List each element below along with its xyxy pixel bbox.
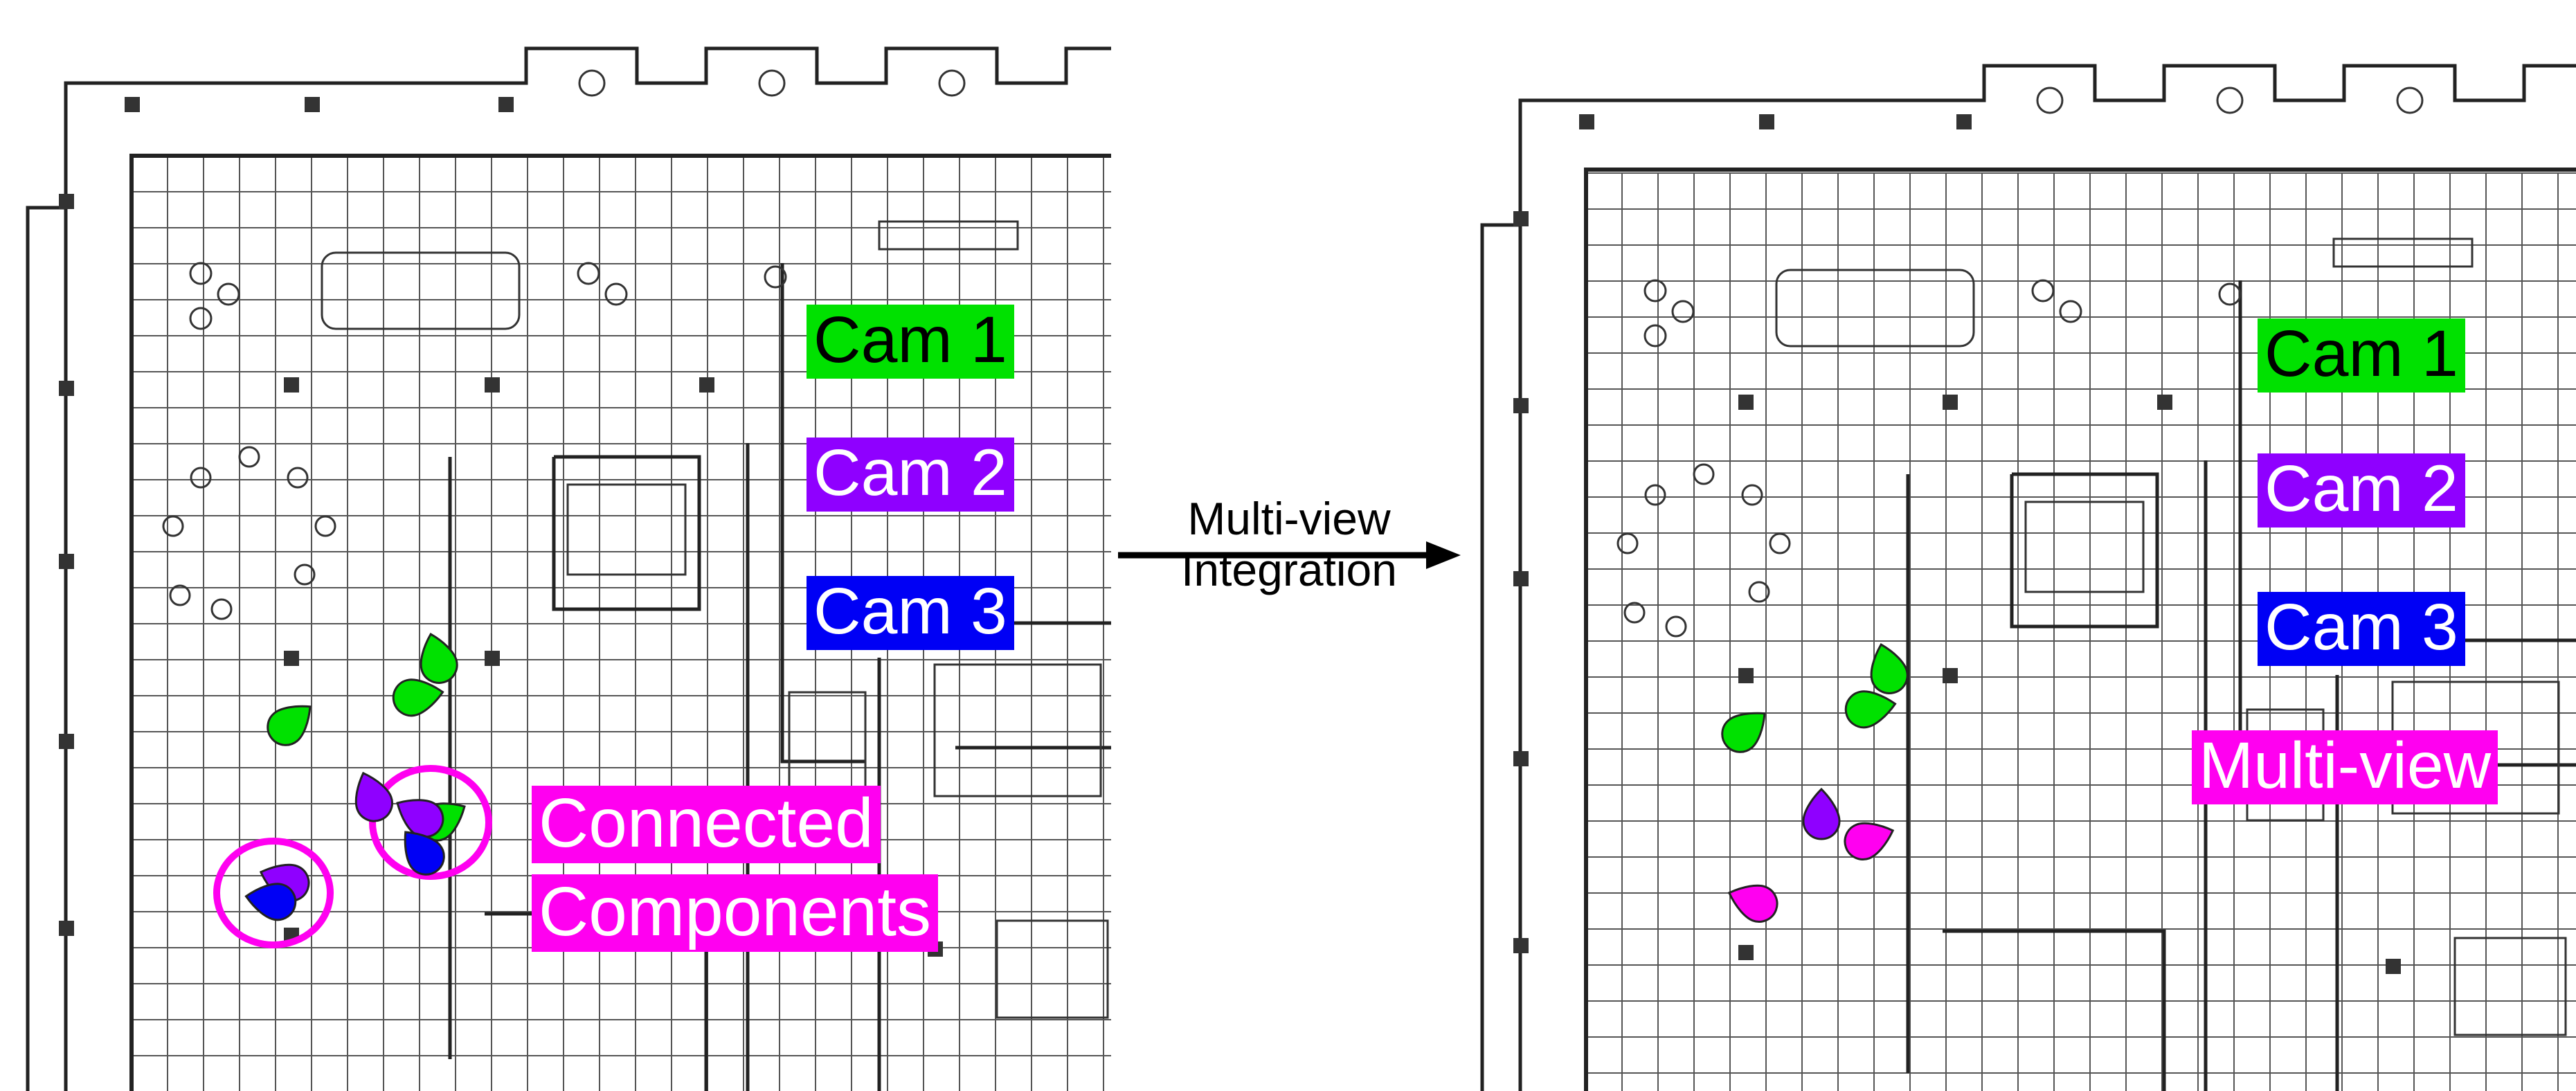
detection-markers [1721, 642, 1909, 923]
cam-3-detection-marker [244, 883, 297, 921]
cam-1-detection-marker [1721, 712, 1766, 753]
detection-markers [244, 632, 466, 921]
legend-multi-view: Multi-view [2192, 730, 2498, 804]
connected-component-rings [213, 765, 492, 948]
legend-cam-1: Cam 1 [2258, 318, 2465, 393]
connected-component-ring-1 [213, 838, 334, 948]
annotation-components: Components [532, 874, 938, 952]
right-floorplan [1480, 64, 2576, 1091]
arrow-label-line-1: Multi-view [1187, 493, 1391, 544]
annotation-connected: Connected [532, 786, 881, 863]
multi-view-detection-marker [1844, 822, 1895, 860]
legend-cam-3: Cam 3 [2258, 592, 2465, 666]
floorplan-columns [1513, 114, 2401, 974]
cam-2-detection-marker [354, 771, 393, 822]
cam-1-detection-marker [1844, 690, 1897, 729]
cam-2-detection-marker [1802, 787, 1841, 840]
floorplan-columns [59, 97, 943, 957]
legend-cam-3: Cam 3 [807, 576, 1014, 650]
integration-arrow [1118, 541, 1461, 569]
cam-2-detection-marker [396, 799, 444, 838]
connected-component-ring-2 [369, 765, 492, 880]
cam-1-detection-marker [267, 705, 312, 746]
cam-1-detection-marker [392, 678, 444, 717]
left-floorplan-panel: Cam 1 Cam 2 Cam 3 Connected Components [0, 0, 1111, 1091]
cam-1-detection-marker [420, 632, 458, 684]
right-floorplan-panel: Cam 1 Cam 2 Cam 3 Multi-view [1472, 0, 2576, 1091]
floorplan-details [162, 69, 1109, 1019]
floorplan-walls [1480, 64, 2576, 1091]
multi-view-detection-marker [1727, 884, 1778, 923]
legend-cam-2: Cam 2 [2258, 453, 2465, 528]
legend-cam-1: Cam 1 [807, 305, 1014, 379]
legend-cam-2: Cam 2 [807, 438, 1014, 512]
cam-1-detection-marker [1870, 642, 1909, 694]
cam-3-detection-marker [404, 831, 445, 876]
